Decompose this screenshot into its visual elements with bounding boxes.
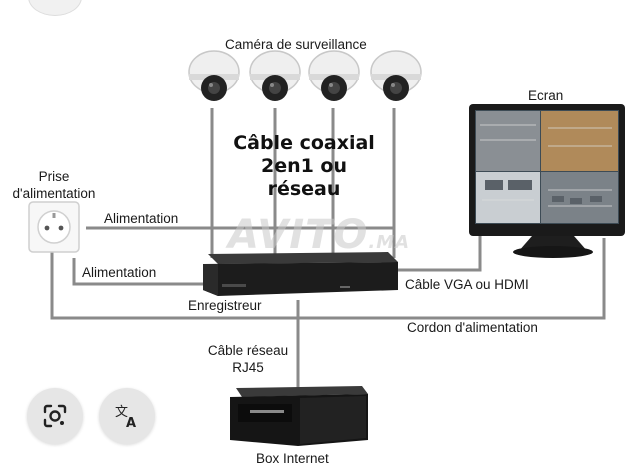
coax-line-1: Câble coaxial bbox=[233, 132, 375, 154]
lens-search-button[interactable] bbox=[27, 388, 83, 444]
camera-4 bbox=[370, 50, 422, 101]
screen-label: Ecran bbox=[528, 88, 564, 103]
svg-text:文: 文 bbox=[115, 405, 128, 420]
internet-box-label: Box Internet bbox=[256, 451, 329, 466]
coax-cable-title: Câble coaxial 2en1 ou réseau bbox=[224, 132, 384, 201]
avito-watermark: AVITO.MA bbox=[228, 212, 410, 258]
coax-line-2: 2en1 ou bbox=[260, 155, 348, 177]
camera-2 bbox=[249, 50, 301, 101]
prise-line-1: Prise bbox=[38, 169, 70, 184]
power-cord-screen bbox=[50, 238, 606, 320]
power-cable-recorder bbox=[72, 258, 205, 286]
power-cord-label: Cordon d'alimentation bbox=[407, 320, 538, 335]
internet-box bbox=[230, 386, 368, 446]
network-line-1: Câble réseau bbox=[207, 343, 289, 358]
translate-button[interactable]: 文 A bbox=[99, 388, 155, 444]
coax-line-3: réseau bbox=[267, 178, 341, 200]
connection-lines bbox=[50, 108, 606, 390]
watermark-main: AVITO bbox=[228, 212, 369, 258]
camera-3 bbox=[308, 50, 360, 101]
svg-text:A: A bbox=[126, 416, 136, 430]
camera-1 bbox=[188, 50, 240, 101]
power-label-recorder: Alimentation bbox=[82, 265, 157, 280]
vga-hdmi-cable bbox=[398, 232, 482, 272]
camera-label: Caméra de surveillance bbox=[225, 37, 367, 52]
network-line-2: RJ45 bbox=[232, 360, 264, 375]
network-cable-label: Câble réseau RJ45 bbox=[198, 342, 298, 376]
watermark-suffix: .MA bbox=[368, 232, 411, 253]
monitor bbox=[469, 104, 625, 258]
lens-search-icon bbox=[43, 404, 67, 428]
vga-hdmi-label: Câble VGA ou HDMI bbox=[405, 277, 529, 292]
power-label-cameras: Alimentation bbox=[104, 211, 179, 226]
dvr-recorder bbox=[203, 252, 398, 296]
prise-line-2: d'alimentation bbox=[12, 186, 96, 201]
power-outlet-label: Prise d'alimentation bbox=[0, 168, 108, 202]
power-outlet bbox=[28, 201, 80, 253]
translate-icon: 文 A bbox=[115, 405, 136, 430]
recorder-label: Enregistreur bbox=[188, 298, 262, 313]
